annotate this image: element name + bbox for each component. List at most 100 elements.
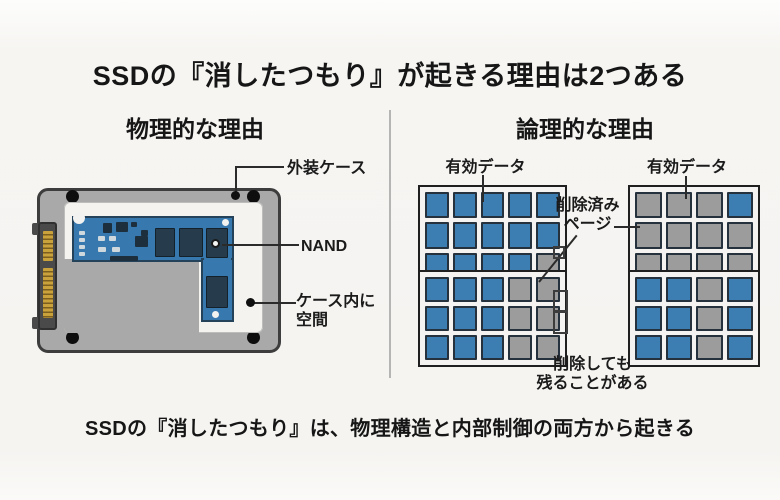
smd-component: [79, 252, 85, 256]
valid-data-cell: [508, 192, 533, 219]
valid-data-cell: [508, 222, 533, 249]
physical-reason-heading: 物理的な理由: [126, 116, 264, 142]
deleted-page-bracket: [553, 311, 568, 334]
valid-data-cell: [425, 277, 449, 302]
nand-block-right-bottom: [628, 270, 760, 367]
smd-component: [135, 236, 148, 247]
callout-line: [235, 166, 237, 193]
callout-line: [222, 244, 299, 246]
sata-connector-tab: [32, 317, 41, 329]
callout-line: [254, 302, 296, 304]
section-divider: [389, 110, 391, 378]
sata-power-pins: [43, 268, 53, 318]
deleted-page-cell: [665, 222, 692, 249]
flash-chip: [179, 228, 203, 257]
screw-icon: [247, 190, 260, 203]
deleted-pages-label-line2: ページ: [563, 216, 612, 234]
outer-case-label: 外装ケース: [287, 160, 367, 177]
smd-component: [112, 247, 120, 252]
valid-data-label-right: 有効データ: [646, 159, 727, 176]
deleted-page-cell: [635, 192, 662, 219]
logical-reason-heading: 論理的な理由: [516, 116, 654, 142]
valid-data-cell: [452, 222, 477, 249]
case-space-label-line2: 空間: [296, 312, 329, 330]
nand-label: NAND: [301, 238, 348, 255]
valid-data-cell: [480, 222, 505, 249]
valid-data-cell: [425, 192, 449, 219]
deleted-page-cell: [726, 222, 753, 249]
case-empty-floor: [64, 259, 199, 333]
deleted-page-bracket: [553, 290, 568, 312]
valid-data-cell: [452, 192, 477, 219]
sata-signal-pins: [43, 231, 53, 261]
smd-component: [79, 231, 85, 235]
valid-data-cell: [536, 192, 560, 219]
pcb-screw-hole: [212, 311, 219, 318]
deleted-page-cell: [508, 306, 533, 331]
deleted-pages-label-line1: 削除済み: [555, 197, 620, 214]
case-space-label: ケース内に 空間: [296, 292, 375, 330]
callout-dot: [211, 239, 220, 248]
smd-component: [79, 238, 85, 242]
pcb-notch: [73, 212, 85, 224]
valid-data-cell: [635, 306, 662, 331]
valid-data-cell: [425, 335, 449, 360]
deleted-page-cell: [665, 192, 692, 219]
valid-data-cell: [480, 277, 505, 302]
smd-component: [116, 222, 128, 232]
callout-line: [614, 226, 640, 228]
valid-data-cell: [536, 222, 560, 249]
pcb-board-joint: [204, 256, 231, 264]
screw-icon: [66, 190, 79, 203]
smd-component: [109, 236, 116, 241]
callout-dot: [231, 191, 240, 200]
smd-component: [131, 222, 137, 227]
deleted-page-cell: [696, 277, 723, 302]
valid-data-cell: [635, 335, 662, 360]
page-title: SSDの『消したつもり』が起きる理由は2つある: [92, 61, 688, 91]
deleted-page-cell: [696, 222, 723, 249]
deleted-page-cell: [536, 335, 560, 360]
valid-data-cell: [726, 277, 753, 302]
deleted-pages-label: 削除済み ページ: [545, 196, 630, 234]
valid-data-cell: [726, 192, 753, 219]
valid-data-cell: [480, 192, 505, 219]
screw-icon: [66, 331, 79, 344]
valid-data-cell: [635, 277, 662, 302]
valid-data-label-left: 有効データ: [445, 159, 526, 176]
screw-icon: [247, 331, 260, 344]
smd-component: [103, 223, 112, 233]
valid-data-cell: [452, 277, 477, 302]
callout-dot: [246, 298, 255, 307]
smd-component: [98, 247, 106, 252]
callout-line: [236, 166, 284, 168]
smd-component: [141, 230, 148, 236]
sata-connector-tab: [32, 223, 41, 235]
nand-block-left-bottom: [418, 270, 567, 367]
callout-line: [685, 176, 687, 199]
nand-chip: [206, 276, 228, 308]
valid-data-cell: [726, 306, 753, 331]
valid-data-cell: [452, 335, 477, 360]
deleted-page-cell: [508, 277, 533, 302]
remains-label-line1: 削除しても: [553, 356, 632, 373]
deleted-page-cell: [696, 335, 723, 360]
case-space-label-line1: ケース内に: [296, 293, 376, 310]
smd-connector-strip: [110, 256, 138, 261]
remains-after-delete-label: 削除しても 残ることがある: [500, 355, 685, 393]
valid-data-cell: [665, 277, 692, 302]
valid-data-cell: [665, 306, 692, 331]
smd-component: [79, 245, 85, 249]
valid-data-cell: [665, 335, 692, 360]
conclusion-text: SSDの『消したつもり』は、物理構造と内部制御の両方から起きる: [84, 418, 696, 440]
valid-data-cell: [425, 222, 449, 249]
callout-line: [482, 175, 484, 202]
deleted-page-bracket: [553, 246, 565, 259]
valid-data-cell: [480, 306, 505, 331]
valid-data-cell: [452, 306, 477, 331]
nand-block-right-top: [628, 185, 760, 286]
deleted-page-cell: [696, 192, 723, 219]
valid-data-cell: [726, 335, 753, 360]
deleted-page-cell: [508, 335, 533, 360]
pcb-screw-hole: [222, 219, 229, 226]
